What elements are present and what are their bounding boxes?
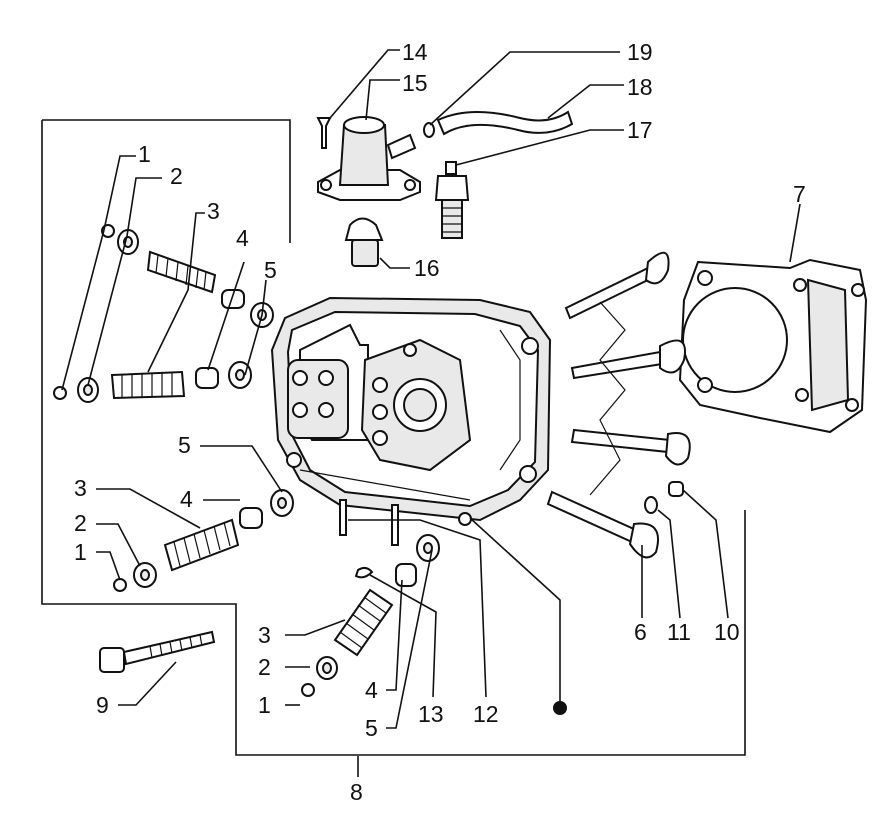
callout-19: 19 [627,39,653,65]
callout-2: 2 [258,654,271,680]
callout-5: 5 [264,257,277,283]
callout-4: 4 [365,677,378,703]
valves [546,251,691,559]
callout-6: 6 [634,619,647,645]
callout-1: 1 [74,539,87,565]
callout-9: 9 [96,692,109,718]
callout-4: 4 [236,225,249,251]
callout-5: 5 [178,432,191,458]
callout-17: 17 [627,117,653,143]
callout-1: 1 [258,692,271,718]
leader-lines [61,49,801,777]
callout-3: 3 [258,622,271,648]
callout-11: 11 [667,619,691,645]
callout-16: 16 [414,255,440,281]
head-gasket [678,258,868,434]
callout-10: 10 [714,619,740,645]
upper-valve-spring-set [53,224,274,403]
assembly-bracket-frame [41,119,746,756]
callout-15: 15 [402,70,428,96]
reference-dot [553,701,567,715]
bottom-valve-spring-set [301,534,440,697]
callout-labels: 1 2 3 4 5 5 3 4 2 1 9 3 2 1 4 5 13 12 8 … [74,39,806,805]
callout-14: 14 [402,39,428,65]
callout-18: 18 [627,74,653,100]
callout-3: 3 [207,198,220,224]
callout-12: 12 [473,701,499,727]
callout-2: 2 [74,510,87,536]
callout-1: 1 [138,141,151,167]
callout-8: 8 [350,779,363,805]
coolant-hose-and-sensor [423,110,574,239]
long-bolt [99,630,216,673]
callout-3: 3 [74,475,87,501]
callout-5: 5 [365,715,378,741]
callout-2: 2 [170,163,183,189]
callout-4: 4 [180,486,193,512]
cylinder-head [270,296,552,546]
lower-valve-spring-set [113,489,294,592]
callout-13: 13 [418,701,444,727]
thermostat-housing [316,116,421,267]
callout-7: 7 [793,181,806,207]
